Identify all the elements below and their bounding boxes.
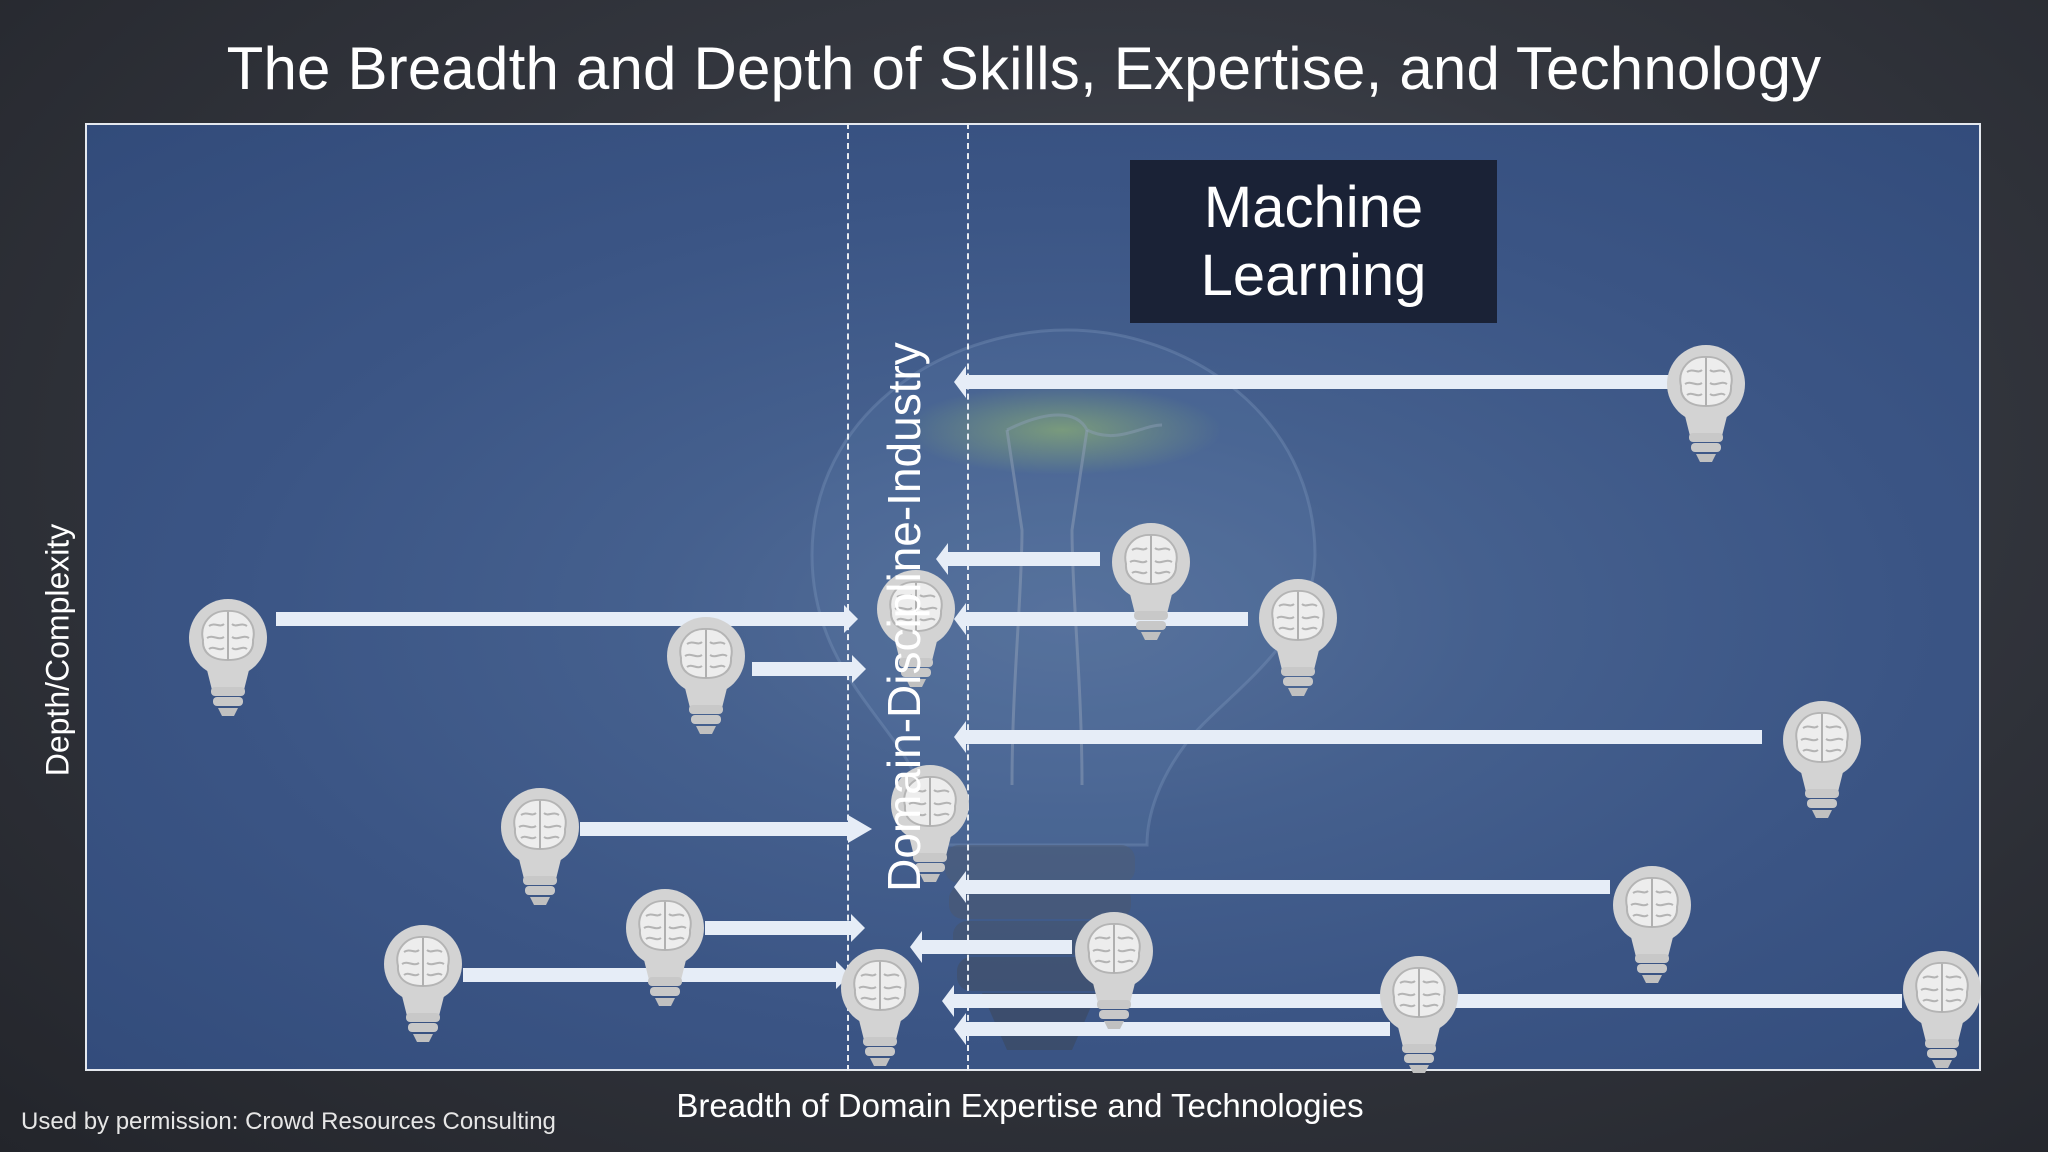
brain-bulb-icon xyxy=(1379,955,1459,1074)
arrow-icon xyxy=(936,543,1100,575)
domain-column xyxy=(847,123,969,1071)
brain-bulb-icon xyxy=(1258,578,1338,697)
domain-column-label: Domain-Discipline-Industry xyxy=(878,342,930,892)
machine-learning-box: Machine Learning xyxy=(1130,160,1497,323)
arrow-icon xyxy=(954,871,1610,903)
machine-learning-line1: Machine xyxy=(1203,174,1424,240)
arrow-icon xyxy=(276,605,858,633)
machine-learning-line2: Learning xyxy=(1200,242,1427,308)
brain-bulb-icon xyxy=(188,598,268,717)
brain-bulb-icon xyxy=(383,924,463,1043)
brain-bulb-icon xyxy=(840,948,920,1067)
brain-bulb-icon xyxy=(1612,865,1692,984)
credit-text: Used by permission: Crowd Resources Cons… xyxy=(21,1108,556,1135)
brain-bulb-icon xyxy=(666,616,746,735)
arrow-icon xyxy=(752,655,866,683)
arrow-icon xyxy=(910,931,1072,963)
arrow-icon xyxy=(954,721,1762,753)
brain-bulb-icon xyxy=(625,888,705,1007)
brain-bulb-icon xyxy=(1782,700,1862,819)
arrow-icon xyxy=(954,1013,1390,1045)
arrow-icon xyxy=(954,366,1668,398)
arrow-icon xyxy=(954,603,1248,635)
brain-bulb-icon xyxy=(1902,950,1982,1069)
x-axis-label: Breadth of Domain Expertise and Technolo… xyxy=(676,1087,1364,1124)
arrow-icon xyxy=(580,815,872,843)
slide-title: The Breadth and Depth of Skills, Experti… xyxy=(226,35,1822,102)
arrow-icon xyxy=(705,914,865,942)
brain-bulb-icon xyxy=(1074,911,1154,1030)
brain-bulb-icon xyxy=(1666,344,1746,463)
brain-bulb-icon xyxy=(500,787,580,906)
